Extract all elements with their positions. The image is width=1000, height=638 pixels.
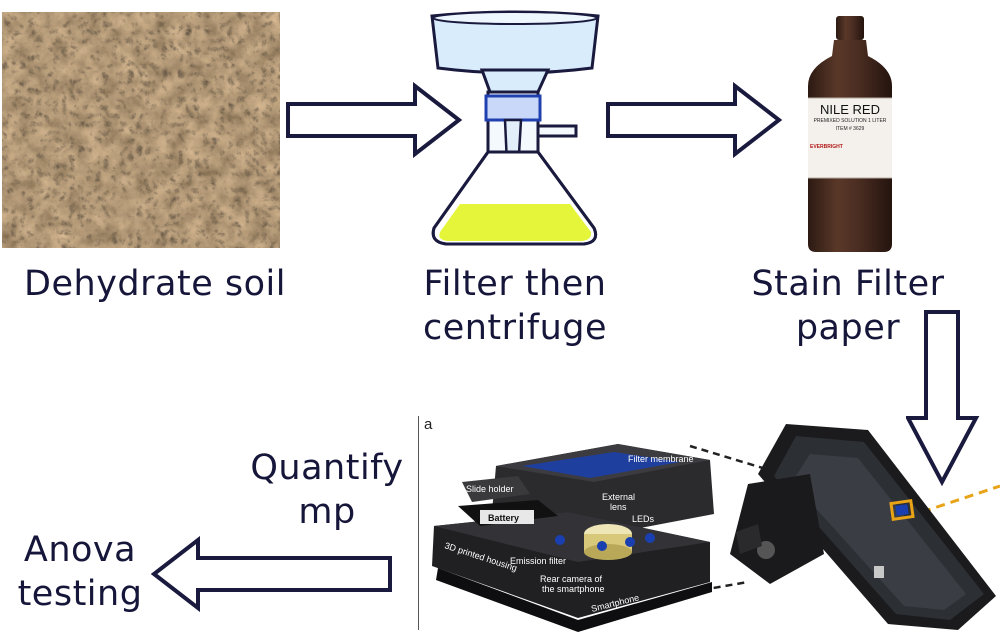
- caption-stain-line1: Stain Filter: [751, 264, 945, 304]
- caption-filter-line2: centrifuge: [422, 308, 608, 348]
- panel-letter: a: [424, 416, 433, 433]
- caption-quantify-line1: Quantify: [250, 448, 404, 488]
- arrow-down: [906, 310, 980, 486]
- arrow-left: [150, 536, 392, 612]
- caption-quantify-mp: Quantify mp: [232, 446, 422, 534]
- arrow-right-2: [606, 82, 783, 158]
- label-external-lens-1: External: [602, 492, 635, 502]
- arrow-right-1: [286, 82, 463, 158]
- bottle-label-title: NILE RED: [820, 102, 880, 117]
- label-rear-camera-2: the smartphone: [542, 584, 605, 594]
- caption-stain-filter-paper: Stain Filter paper: [728, 262, 968, 350]
- caption-filter-centrifuge: Filter then centrifuge: [400, 262, 630, 350]
- smartphone-microscope-figure: a Filter membrane Slide holder External: [418, 414, 1000, 634]
- bottle-label-item: ITEM # 3629: [835, 126, 865, 132]
- label-external-lens-2: lens: [610, 502, 627, 512]
- bottle-label-subtitle: PREMIXED SOLUTION 1 LITER: [813, 118, 887, 124]
- label-filter-membrane: Filter membrane: [628, 454, 694, 464]
- caption-dehydrate-soil: Dehydrate soil: [24, 264, 286, 304]
- label-slide-holder: Slide holder: [466, 484, 514, 494]
- caption-anova-line2: testing: [17, 574, 143, 614]
- label-emission-filter: Emission filter: [510, 556, 566, 566]
- soil-image: [2, 12, 280, 248]
- label-battery: Battery: [488, 513, 519, 523]
- caption-filter-line1: Filter then: [423, 264, 607, 304]
- caption-anova-testing: Anova testing: [2, 528, 158, 616]
- label-leds: LEDs: [632, 514, 655, 524]
- caption-stain-line2: paper: [795, 308, 901, 348]
- nile-red-bottle: NILE RED PREMIXED SOLUTION 1 LITER ITEM …: [806, 16, 894, 254]
- caption-anova-line1: Anova: [23, 530, 137, 570]
- bottle-label-brand: EVERBRIGHT: [810, 144, 843, 150]
- filter-flask-illustration: [430, 10, 600, 246]
- label-rear-camera-1: Rear camera of: [540, 574, 603, 584]
- caption-quantify-line2: mp: [298, 492, 356, 532]
